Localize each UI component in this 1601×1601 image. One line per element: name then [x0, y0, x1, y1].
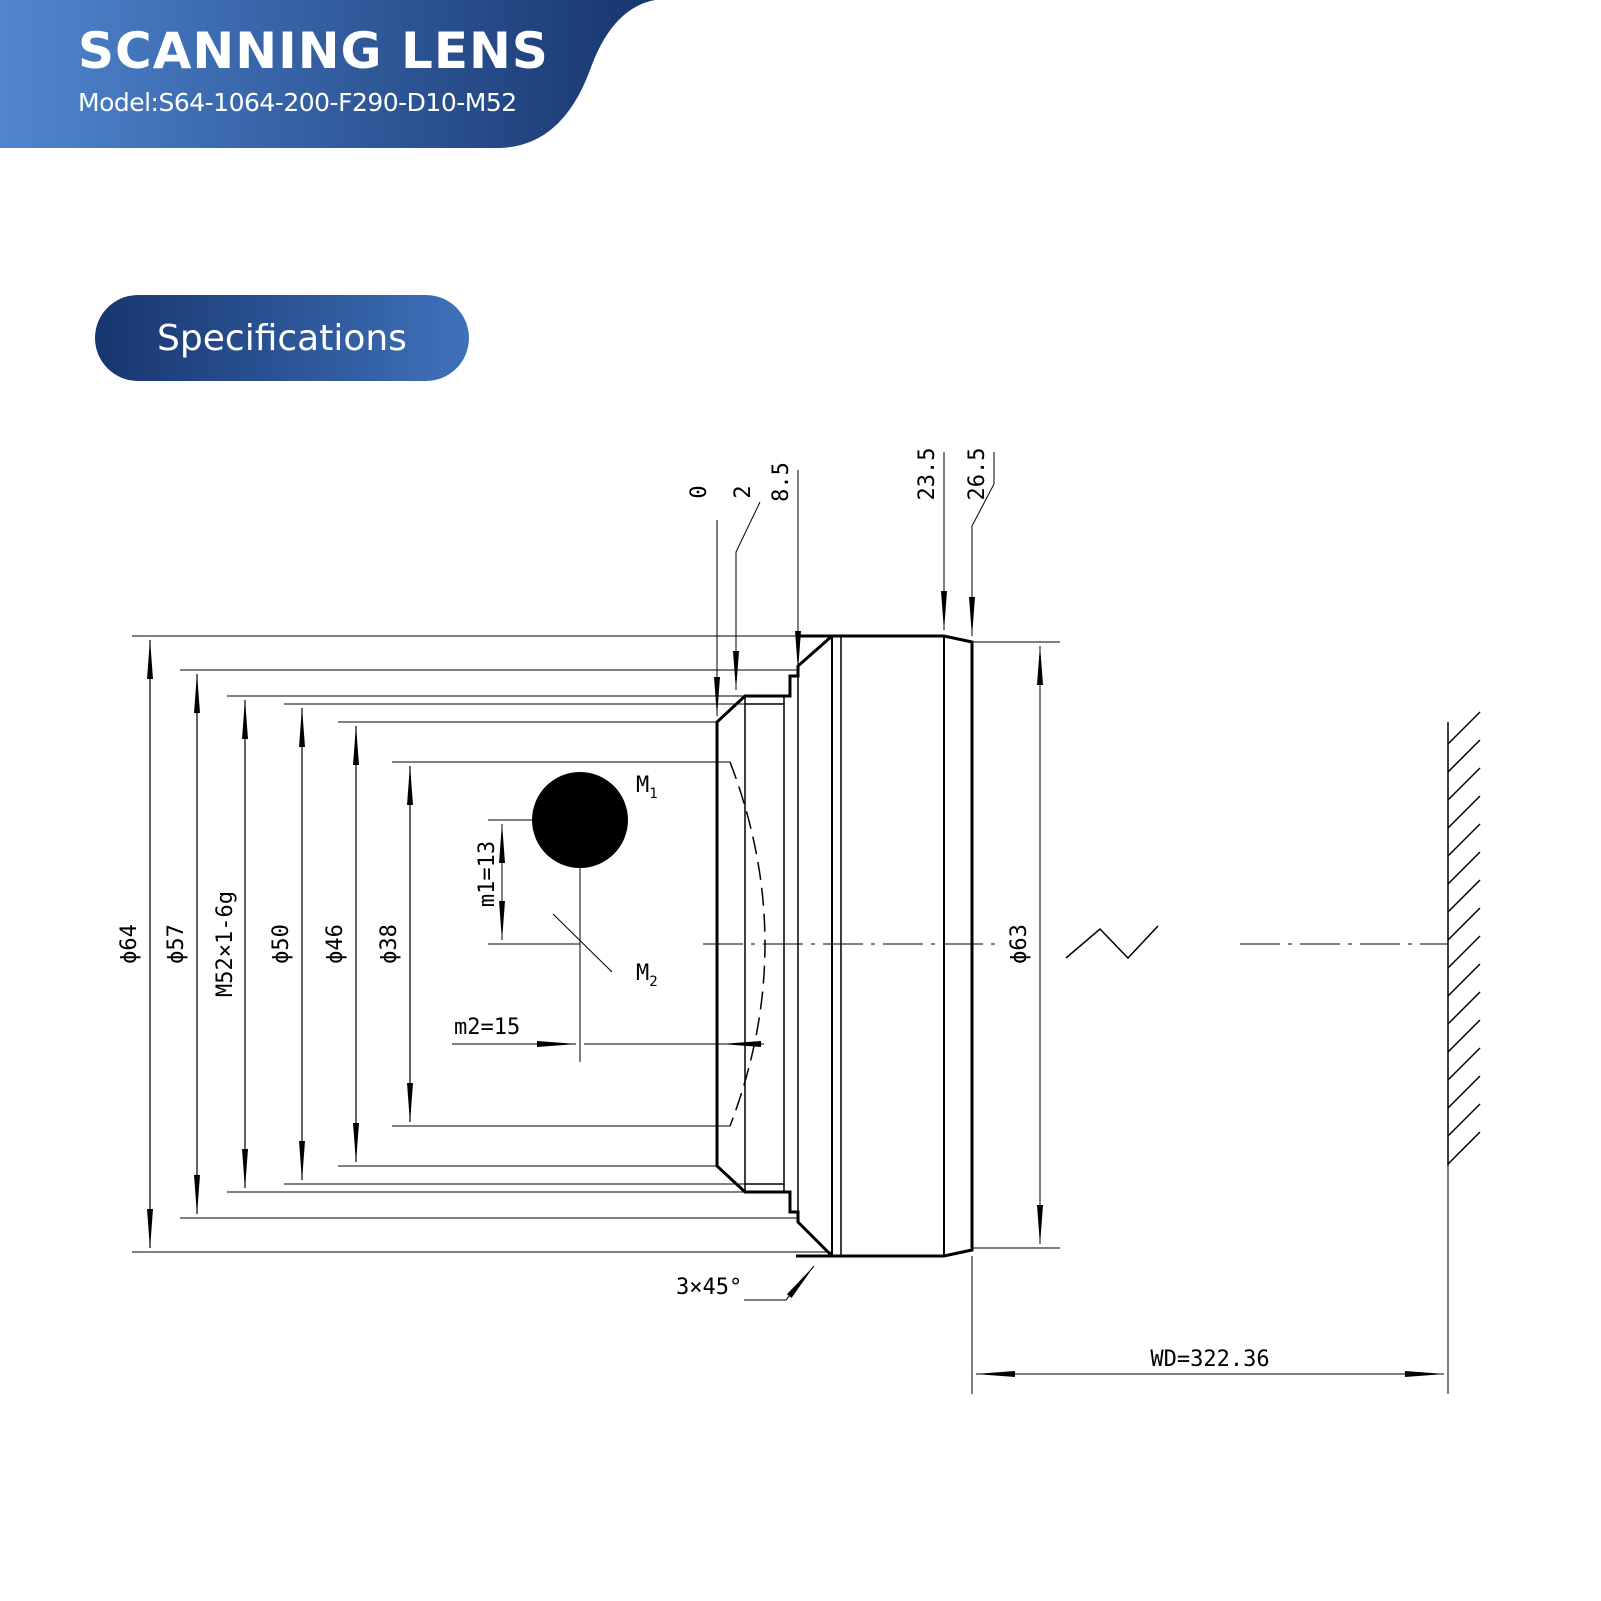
- header-banner: [0, 0, 655, 148]
- dim-m1: m1=13: [475, 841, 500, 907]
- dim-phi64: ϕ64: [117, 924, 142, 964]
- top-dimension-leaders: [714, 452, 995, 717]
- m2-marker: [552, 913, 613, 973]
- focal-plane: [1447, 711, 1481, 1166]
- model-number: Model:S64-1064-200-F290-D10-M52: [78, 88, 517, 117]
- dim-top-0: 0: [687, 485, 712, 498]
- dim-top-2: 2: [731, 485, 756, 498]
- left-dimension-labels: ϕ64 ϕ57 M52×1-6g ϕ50 ϕ46 ϕ38: [117, 891, 402, 997]
- dim-top-23-5: 23.5: [915, 448, 940, 501]
- left-extension-lines: [132, 635, 832, 1253]
- dim-m2: m2=15: [454, 1015, 520, 1040]
- mounting-hole-m1: [532, 772, 628, 868]
- page-title: SCANNING LENS: [78, 22, 549, 80]
- top-dimension-labels: 0 2 8.5 23.5 26.5: [687, 448, 990, 502]
- m1-dimension: [488, 819, 580, 945]
- lens-body: [715, 634, 974, 1258]
- label-m2: M2: [636, 961, 658, 990]
- label-m1: M1: [636, 773, 658, 802]
- right-dimension: [972, 641, 1060, 1249]
- chamfer-leader: [744, 1265, 815, 1301]
- dim-phi50: ϕ50: [269, 924, 294, 964]
- dim-m52-thread: M52×1-6g: [213, 891, 238, 997]
- left-dimension-arrows: [147, 639, 413, 1249]
- specifications-badge: Specifications: [95, 295, 469, 381]
- break-symbol: [1065, 925, 1159, 960]
- dim-chamfer: 3×45°: [676, 1275, 742, 1300]
- dim-phi38: ϕ38: [377, 924, 402, 964]
- dim-working-distance: WD=322.36: [1150, 1347, 1269, 1372]
- dim-top-26-5: 26.5: [965, 448, 990, 501]
- dim-phi46: ϕ46: [323, 924, 348, 964]
- dim-phi63: ϕ63: [1007, 924, 1032, 964]
- dim-top-8-5: 8.5: [769, 462, 794, 502]
- dim-phi57: ϕ57: [164, 924, 189, 964]
- working-distance-dimension: [971, 1166, 1449, 1394]
- specifications-label: Specifications: [157, 317, 407, 359]
